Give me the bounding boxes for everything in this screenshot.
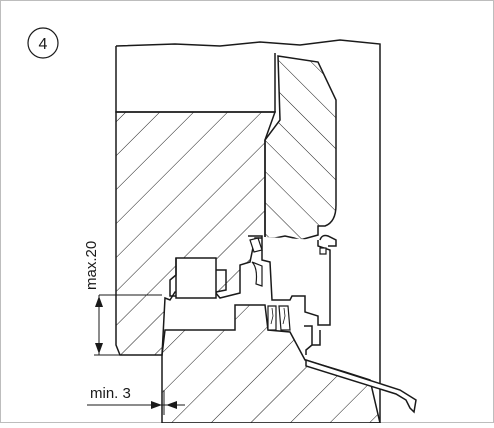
figure-number-circle xyxy=(27,27,59,59)
dim-arrow-down xyxy=(95,343,103,354)
figure-number: 4 xyxy=(39,36,48,53)
dimension-max-label: max.20 xyxy=(83,241,100,290)
clip-detail xyxy=(319,234,337,247)
seal-insert xyxy=(267,305,277,331)
gasket-block xyxy=(175,257,217,299)
sash-section xyxy=(115,111,277,356)
dim-arrow-right xyxy=(151,401,162,409)
dim-arrow-left xyxy=(166,401,177,409)
wall-recess xyxy=(115,46,276,113)
drip-rail xyxy=(305,358,417,414)
dimension-min-label: min. 3 xyxy=(90,385,131,402)
metal-profile xyxy=(248,235,331,326)
wall-outline xyxy=(115,39,381,424)
dim-arrow-up xyxy=(95,296,103,307)
